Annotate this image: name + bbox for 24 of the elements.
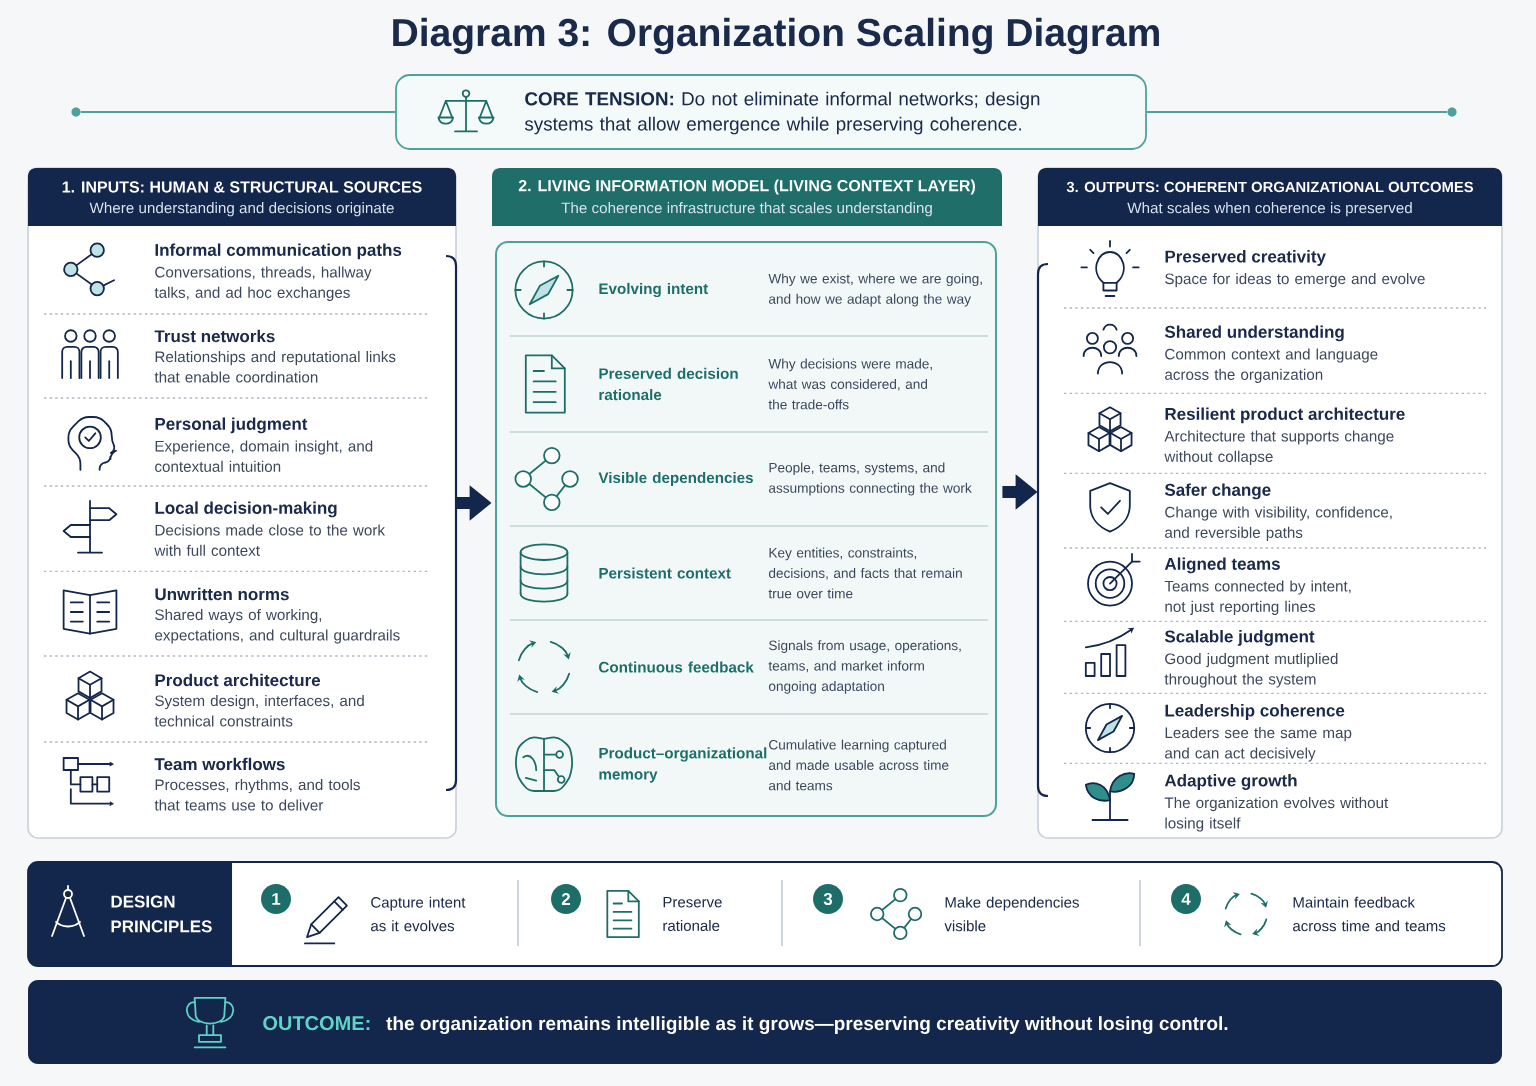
item-title: Informal communication paths: [155, 243, 402, 260]
number-badge: 2: [551, 884, 581, 914]
item-title: Trust networks: [154, 329, 275, 343]
connector-line: [1145, 111, 1448, 113]
callout-box: CORE TENSION: Do not eliminate informal networks; design systems that allow emergence while preserving coherence.: [395, 74, 1147, 150]
connector-line: [80, 111, 397, 113]
item-title: Unwritten norms: [155, 587, 289, 601]
number-badge: 3: [813, 884, 843, 914]
item-title: Safer change: [1164, 483, 1271, 500]
item-title: Product architecture: [155, 673, 321, 687]
number-badge: 1: [261, 884, 291, 914]
item-title: Shared understanding: [1164, 325, 1344, 342]
item-title: Adaptive growth: [1164, 774, 1297, 790]
item-title: Preserved creativity: [1165, 250, 1326, 266]
title: Diagram 3: Organization Scaling Diagram: [393, 17, 1159, 55]
item-title: Personal judgment: [155, 417, 308, 434]
number-badge: 4: [1171, 884, 1201, 914]
item-title: Leadership coherence: [1165, 704, 1345, 720]
item-title: Local decision-making: [155, 501, 337, 518]
outcome-banner: OUTCOME: the organization remains intelligible as it grows—preserving creativity without losing control.: [28, 980, 1502, 1064]
item-title: Resilient product architecture: [1165, 407, 1405, 424]
item-title: Scalable judgment: [1164, 630, 1315, 646]
item-title: Team workflows: [154, 757, 285, 771]
item-title: Aligned teams: [1164, 557, 1280, 574]
